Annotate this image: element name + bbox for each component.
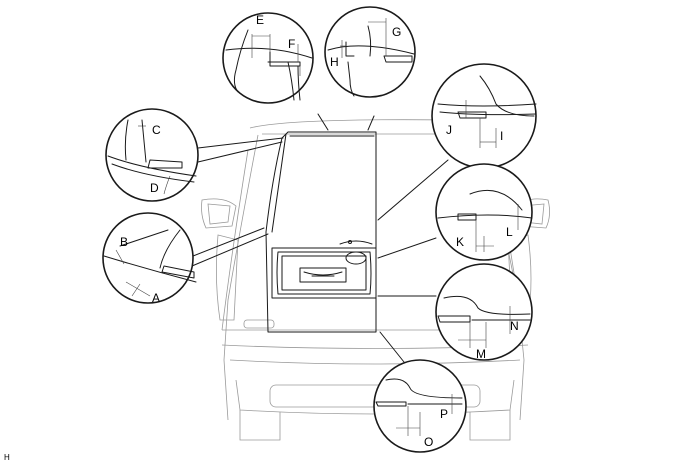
label-N: N (510, 319, 519, 333)
label-H: H (330, 55, 339, 69)
label-P: P (440, 407, 448, 421)
figure-code: H (4, 453, 10, 462)
label-M: M (476, 347, 486, 361)
label-L: L (506, 225, 513, 239)
callout-I-J: J I (431, 63, 537, 169)
label-J: J (446, 123, 452, 137)
label-C: C (152, 123, 161, 137)
leader-lines (187, 113, 449, 363)
label-F: F (288, 37, 295, 51)
back-door-panel (265, 131, 377, 333)
callout-K-L: K L (435, 163, 533, 261)
label-D: D (150, 181, 159, 195)
label-B: B (120, 235, 128, 249)
label-E: E (256, 13, 264, 27)
callout-C-D: C D (105, 108, 199, 202)
label-O: O (424, 435, 433, 449)
label-A: A (152, 291, 160, 305)
label-I: I (500, 129, 503, 143)
label-G: G (392, 25, 401, 39)
callout-E-F: E F (222, 12, 314, 104)
callout-O-P: O P (373, 359, 467, 453)
callout-M-N: M N (435, 263, 533, 361)
callout-G-H: G H (324, 6, 416, 98)
callout-A-B: B A (102, 212, 197, 305)
label-K: K (456, 235, 464, 249)
